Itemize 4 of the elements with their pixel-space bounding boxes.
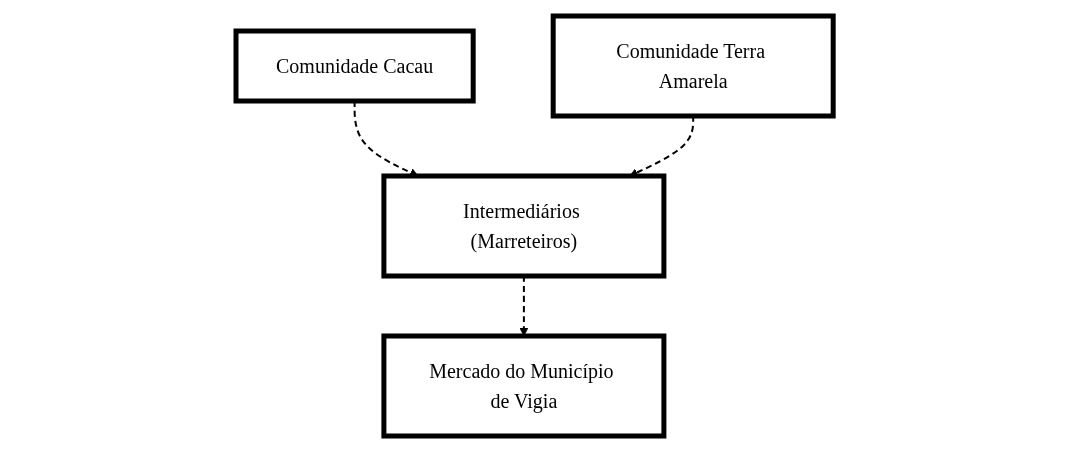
node-box: Comunidade Terra Amarela	[551, 13, 837, 119]
node-box: Intermediários (Marreteiros)	[381, 173, 667, 279]
node-box: Mercado do Município de Vigia	[381, 333, 667, 439]
node-box: Comunidade Cacau	[233, 28, 477, 104]
